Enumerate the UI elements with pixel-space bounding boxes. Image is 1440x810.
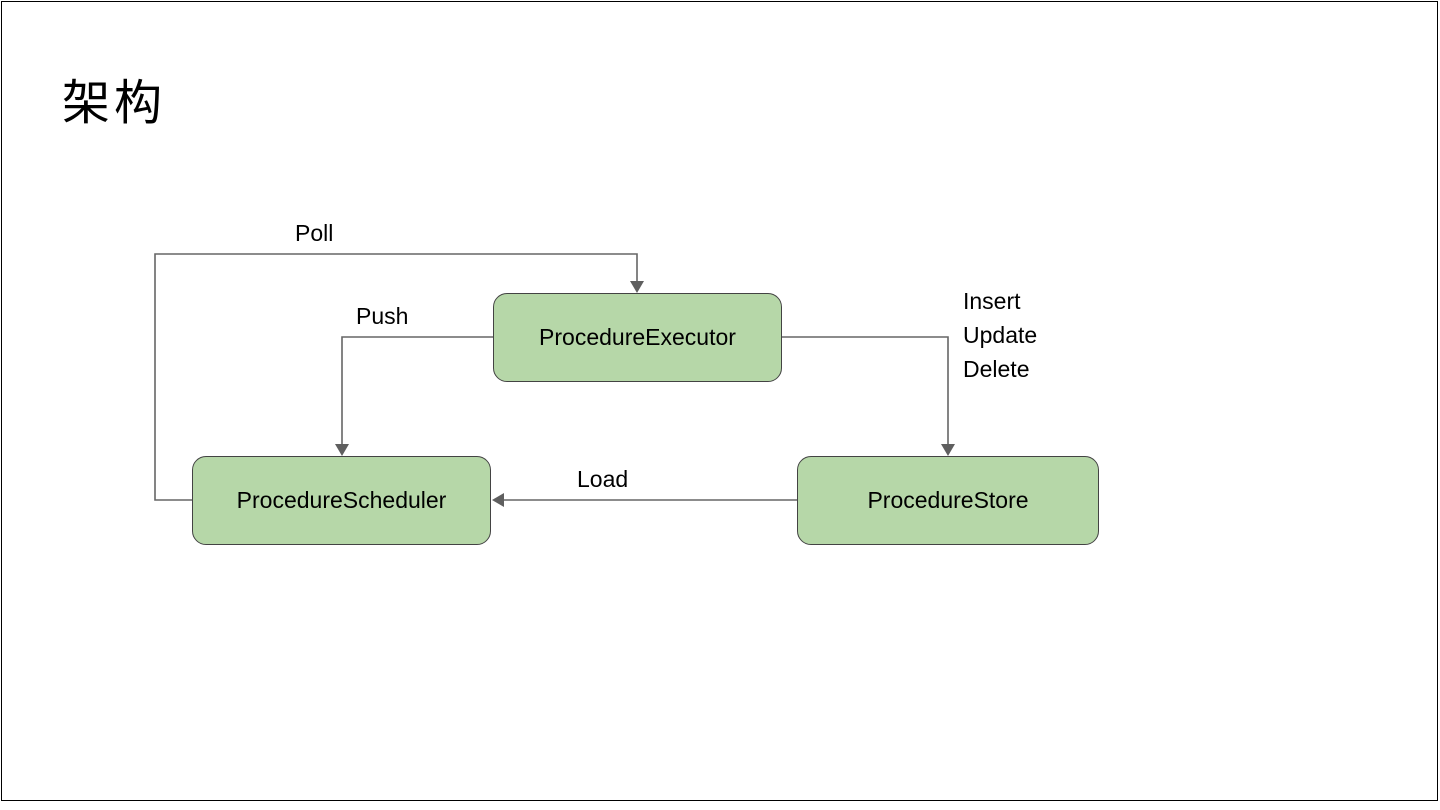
node-procedure-scheduler-label: ProcedureScheduler: [236, 487, 447, 513]
connector-push-line: [341, 336, 493, 445]
node-procedure-executor-label: ProcedureExecutor: [539, 324, 736, 350]
node-procedure-store: ProcedureStore: [797, 456, 1099, 545]
connector-poll-line: [154, 253, 638, 501]
connector-poll-arrowhead: [630, 281, 644, 293]
node-procedure-store-label: ProcedureStore: [867, 487, 1029, 513]
connector-insert-update-delete-line: [782, 336, 949, 445]
connector-label-push: Push: [356, 303, 409, 329]
node-procedure-executor: ProcedureExecutor: [493, 293, 782, 382]
connector-push-arrowhead: [335, 444, 349, 456]
slide-title: 架构: [62, 75, 167, 131]
connector-load-arrowhead: [492, 493, 504, 507]
connector-label-poll: Poll: [295, 220, 334, 246]
connector-label-load: Load: [577, 466, 629, 492]
connector-label-insert-update-delete: Insert Update Delete: [963, 288, 1038, 382]
node-procedure-scheduler: ProcedureScheduler: [192, 456, 491, 545]
connector-insert-update-delete-arrowhead: [941, 444, 955, 456]
